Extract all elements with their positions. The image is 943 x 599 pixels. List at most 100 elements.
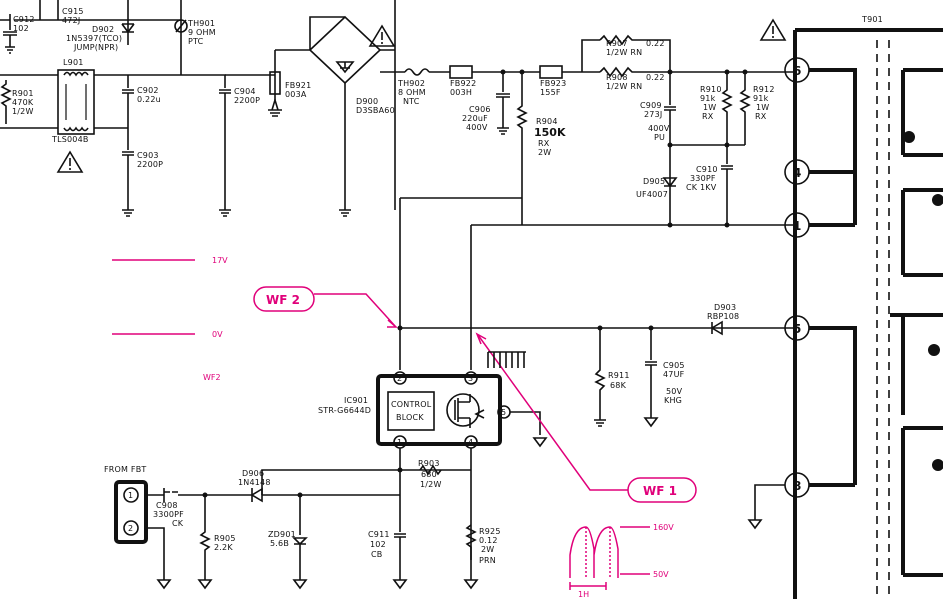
l901-part: TLS004B bbox=[51, 135, 89, 144]
c915-label: C915 bbox=[62, 7, 84, 16]
d905-label: D905 bbox=[643, 177, 665, 186]
c909-type: PU bbox=[654, 133, 665, 142]
d905-value: UF4007 bbox=[636, 190, 668, 199]
r908-value: 0.22 bbox=[646, 73, 665, 82]
r904-label: R904 bbox=[536, 117, 558, 126]
t901-label: T901 bbox=[861, 15, 883, 24]
c910-value: 330PF bbox=[690, 174, 716, 183]
c909-rating: 400V bbox=[648, 124, 670, 133]
waveform-annotations bbox=[112, 259, 697, 590]
th902-label: TH902 bbox=[397, 79, 425, 88]
c908-value: 3300PF bbox=[153, 510, 184, 519]
fb923-label: FB923 bbox=[540, 79, 566, 88]
ic-pin-3: 3 bbox=[468, 374, 473, 383]
d906-value: 1N4148 bbox=[238, 478, 271, 487]
r908-rating: 1/2W RN bbox=[606, 82, 642, 91]
c902-label: C902 bbox=[137, 86, 159, 95]
r901-label: R901 bbox=[12, 89, 34, 98]
v160-label: 160V bbox=[653, 523, 674, 532]
fb922-label: FB922 bbox=[450, 79, 476, 88]
ic901-label: IC901 bbox=[344, 396, 368, 405]
t-pin-5: 5 bbox=[793, 322, 801, 336]
r907-label: R907 bbox=[606, 39, 628, 48]
d900-label: D900 bbox=[356, 97, 378, 106]
c908-label: C908 bbox=[156, 501, 178, 510]
r910-type: RX bbox=[702, 112, 714, 121]
time-label: 1H bbox=[578, 590, 589, 599]
th901-value: 9 OHM bbox=[188, 28, 216, 37]
ic-pin-1: 1 bbox=[397, 438, 402, 447]
r910-label: R910 bbox=[700, 85, 722, 94]
c905-rating: 50V bbox=[666, 387, 683, 396]
r925-rating: 2W bbox=[481, 545, 494, 554]
d906-label: D906 bbox=[242, 469, 264, 478]
wf1-label: WF 1 bbox=[643, 484, 677, 498]
c903-value: 2200P bbox=[137, 160, 163, 169]
v0b-label: 50V bbox=[653, 570, 669, 579]
c905-label: C905 bbox=[663, 361, 685, 370]
r910-rating: 1W bbox=[703, 103, 716, 112]
c909-value: 273J bbox=[644, 110, 662, 119]
r904-rating: RX bbox=[538, 139, 550, 148]
transformer-t901 bbox=[747, 28, 943, 599]
c911-type: CB bbox=[371, 550, 382, 559]
wf2-label: WF 2 bbox=[266, 293, 300, 307]
v0-label: 0V bbox=[212, 330, 223, 339]
th901-type: PTC bbox=[188, 37, 204, 46]
l901-label: L901 bbox=[63, 58, 84, 67]
c910-rating: CK 1KV bbox=[686, 183, 717, 192]
r911-value: 68K bbox=[610, 381, 627, 390]
primary-bus bbox=[380, 34, 795, 228]
r912-type: RX bbox=[755, 112, 767, 121]
c908-type: CK bbox=[172, 519, 184, 528]
ic-pin-2: 2 bbox=[397, 374, 402, 383]
r912-value: 91k bbox=[753, 94, 769, 103]
c905-value: 47UF bbox=[663, 370, 685, 379]
component-labels: C912 102 C915 472J D902 1N5397(TCO) JUMP… bbox=[12, 7, 883, 565]
r911-label: R911 bbox=[608, 371, 630, 380]
r912-label: R912 bbox=[753, 85, 775, 94]
r925-value: 0.12 bbox=[479, 536, 498, 545]
d903-value: RBP108 bbox=[707, 312, 739, 321]
r903-label: R903 bbox=[418, 459, 440, 468]
r910-value: 91k bbox=[700, 94, 716, 103]
d902-label: D902 bbox=[92, 25, 114, 34]
c906-rating: 400V bbox=[466, 123, 488, 132]
t-pin-4: 4 bbox=[793, 166, 801, 180]
d900-value: D3SBA60 bbox=[356, 106, 395, 115]
zd901-label: ZD901 bbox=[268, 530, 296, 539]
d902-value: 1N5397(TCO) bbox=[66, 34, 122, 43]
zd901-value: 5.6B bbox=[270, 539, 289, 548]
d902-note: JUMP(NPR) bbox=[73, 43, 118, 52]
r905-label: R905 bbox=[214, 534, 236, 543]
t-pin-8: 8 bbox=[793, 479, 801, 493]
r907-value: 0.22 bbox=[646, 39, 665, 48]
ic901-block1: CONTROL bbox=[391, 400, 432, 409]
r901-rating: 1/2W bbox=[12, 107, 34, 116]
warning-symbols bbox=[56, 18, 787, 173]
fb923-value: 155F bbox=[540, 88, 561, 97]
r925-label: R925 bbox=[479, 527, 501, 536]
input-section bbox=[0, 0, 231, 217]
th902-type: NTC bbox=[403, 97, 420, 106]
r901-value: 470K bbox=[12, 98, 34, 107]
c904-value: 2200P bbox=[234, 96, 260, 105]
t-pin-1: 1 bbox=[793, 219, 801, 233]
wf2-small-label: WF2 bbox=[203, 373, 221, 382]
pin-numbers: 2 3 1 4 5 1 2 6 4 1 5 8 bbox=[128, 64, 801, 533]
c911-label: C911 bbox=[368, 530, 390, 539]
c906-label: C906 bbox=[469, 105, 491, 114]
t-pin-6: 6 bbox=[793, 64, 801, 78]
c905-type: KHG bbox=[664, 396, 682, 405]
bridge-rectifier bbox=[225, 0, 396, 217]
fb921-value: 003A bbox=[285, 90, 307, 99]
v17-label: 17V bbox=[212, 256, 228, 265]
d903-label: D903 bbox=[714, 303, 736, 312]
r912-rating: 1W bbox=[756, 103, 769, 112]
secondary-rectifier bbox=[594, 320, 723, 428]
fb921-label: FB921 bbox=[285, 81, 311, 90]
ic901-value: STR-G6644D bbox=[318, 406, 371, 415]
th901-label: TH901 bbox=[187, 19, 215, 28]
ic-pin-4: 4 bbox=[468, 438, 473, 447]
